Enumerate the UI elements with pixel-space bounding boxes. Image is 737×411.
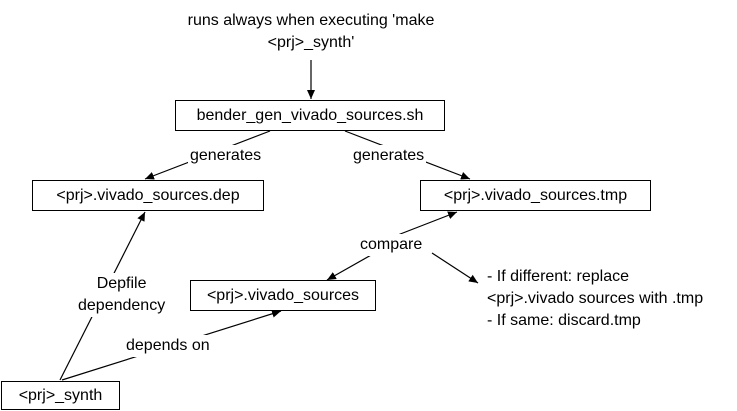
node-sources-tmp[interactable]: <prj>.vivado_sources.tmp (420, 180, 651, 211)
edge-label-generates-left: generates (188, 145, 264, 167)
edge-label-depfile-line-2: dependency (78, 297, 166, 314)
node-sources-dep[interactable]: <prj>.vivado_sources.dep (32, 180, 264, 211)
edge-label-compare: compare (358, 234, 425, 256)
node-vivado-sources[interactable]: <prj>.vivado_sources (190, 280, 376, 311)
edge-label-depends-on: depends on (124, 335, 212, 357)
trigger-text: runs always when executing 'make <prj>_s… (161, 10, 461, 54)
trigger-line-2: <prj>_synth' (267, 34, 355, 51)
edge-compare-to-tmp (389, 211, 458, 239)
note-line-1: - If different: replace (487, 268, 629, 285)
edge-compare-to-note (431, 252, 479, 284)
edge-label-generates-right: generates (351, 145, 427, 167)
node-prj-synth[interactable]: <prj>_synth (1, 381, 120, 410)
node-gen-script[interactable]: bender_gen_vivado_sources.sh (175, 100, 445, 131)
edge-label-depfile-line-1: Depfile (96, 275, 147, 292)
trigger-line-1: runs always when executing 'make (187, 12, 435, 29)
note-line-3: - If same: discard.tmp (487, 312, 641, 329)
edge-label-depfile: Depfile dependency (76, 273, 168, 317)
note-line-2: <prj>.vivado sources with .tmp (487, 290, 704, 307)
compare-result-note: - If different: replace <prj>.vivado sou… (487, 266, 703, 332)
